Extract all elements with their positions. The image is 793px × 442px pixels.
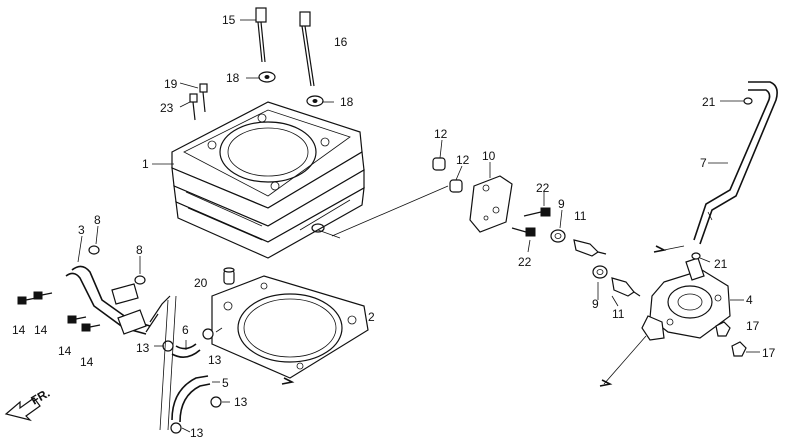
callout-22b: 22	[518, 255, 532, 269]
callout-13d: 13	[190, 426, 204, 440]
callout-7: 7	[700, 156, 707, 170]
callout-5: 5	[222, 376, 229, 390]
callout-21b: 21	[714, 257, 728, 271]
leader-lines	[77, 19, 760, 433]
cylinder-base-gasket	[211, 275, 369, 385]
callout-14d: 14	[80, 355, 94, 369]
callout-10: 10	[482, 149, 496, 163]
callout-11b: 11	[612, 307, 625, 321]
stud-bolt-16	[299, 11, 315, 87]
guide-lines	[159, 185, 685, 431]
callout-13a: 13	[136, 341, 150, 355]
bolt-22b	[511, 227, 536, 237]
clamp-21a	[743, 97, 753, 105]
water-pipe-3	[65, 265, 171, 335]
callout-labels: 15 16 19 18 18 23 1 8 3 8 20 2 14 14 14 …	[12, 13, 776, 440]
callout-22a: 22	[536, 181, 550, 195]
nut-17a	[715, 321, 731, 337]
cylinder-part	[171, 101, 365, 259]
callout-1: 1	[142, 157, 149, 171]
adapter-10	[469, 175, 513, 233]
callout-16: 16	[334, 35, 348, 49]
callout-8a: 8	[94, 213, 101, 227]
callout-6: 6	[182, 323, 189, 337]
callout-3: 3	[78, 223, 85, 237]
nut-17b	[731, 341, 747, 357]
callout-17a: 17	[746, 319, 760, 333]
callout-23: 23	[160, 101, 174, 115]
stud-bolt-15	[255, 7, 267, 63]
callout-17b: 17	[762, 346, 776, 360]
oring-8b	[134, 275, 146, 285]
collar-12b	[449, 179, 463, 193]
dowel-pin-20	[223, 267, 235, 285]
callout-9a: 9	[558, 197, 565, 211]
callout-8b: 8	[136, 243, 143, 257]
oring-8a	[88, 245, 100, 255]
hose-clamps-13	[162, 328, 222, 434]
callout-20: 20	[194, 276, 208, 290]
callout-18b: 18	[340, 95, 354, 109]
callout-9b: 9	[592, 297, 599, 311]
bypass-pipe-7	[693, 81, 778, 245]
bolt-23	[189, 93, 198, 121]
washer-18b	[306, 95, 324, 107]
oring-9b	[592, 265, 608, 279]
callout-19: 19	[164, 77, 178, 91]
callout-11a: 11	[574, 209, 587, 223]
callout-14b: 14	[34, 323, 48, 337]
washer-18a	[258, 71, 276, 83]
callout-12b: 12	[456, 153, 470, 167]
callout-13c: 13	[234, 395, 248, 409]
callout-21a: 21	[702, 95, 716, 109]
callout-4: 4	[746, 293, 753, 307]
front-direction-arrow: FR.	[4, 386, 52, 422]
callout-14c: 14	[58, 344, 72, 358]
callout-12a: 12	[434, 127, 448, 141]
water-hose-5	[171, 375, 211, 423]
clamp-21b	[691, 252, 701, 260]
callout-2: 2	[368, 310, 375, 324]
oring-9a	[550, 229, 566, 243]
callout-18a: 18	[226, 71, 240, 85]
callout-14a: 14	[12, 323, 26, 337]
bolt-19	[199, 83, 208, 113]
bolt-22a	[523, 207, 551, 217]
fitting-11a	[573, 239, 607, 257]
bolts-14	[17, 291, 101, 332]
fitting-11b	[611, 277, 641, 297]
callout-13b: 13	[208, 353, 222, 367]
callout-15: 15	[222, 13, 236, 27]
collar-12a	[432, 157, 446, 171]
